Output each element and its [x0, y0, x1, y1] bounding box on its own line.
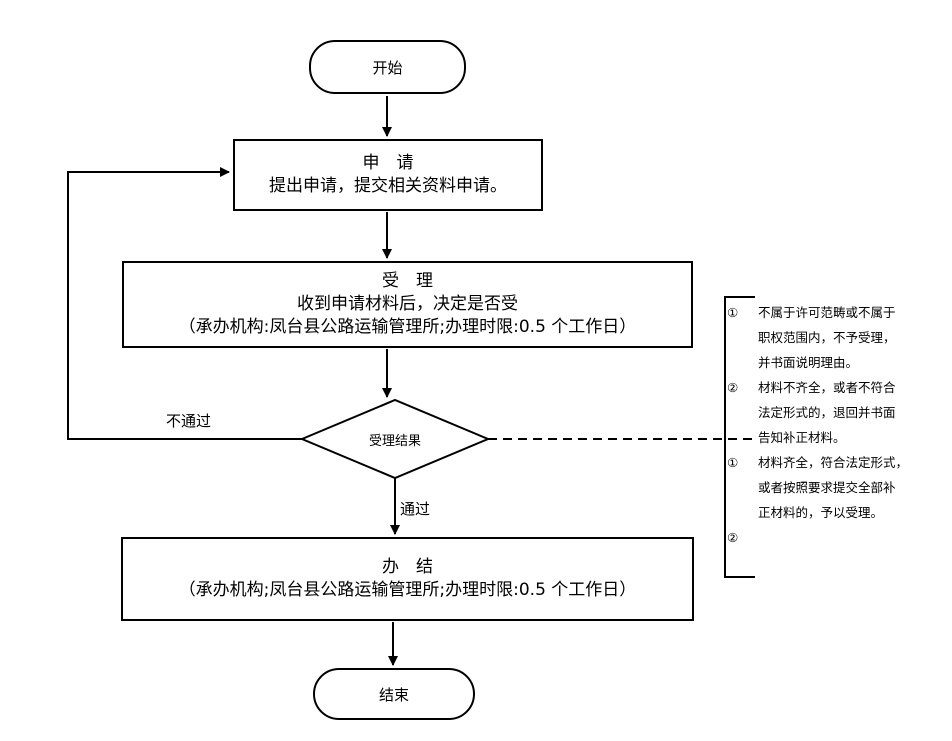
accept-note: （承办机构:凤台县公路运输管理所;办理时限:0.5 个工作日） [178, 317, 637, 337]
annotation-line: 法定形式的，退回并书面 [758, 405, 896, 420]
annotation-item: ② [727, 525, 938, 550]
annotation-item: ① 不属于许可范畴或不属于 职权范围内，不予受理， 并书面说明理由。 [727, 300, 938, 375]
apply-title: 申 请 [362, 153, 414, 173]
annotation-line: 并书面说明理由。 [758, 355, 859, 370]
annotation-item: ② 材料不齐全，或者不符合 法定形式的，退回并书面 告知补正材料。 [727, 375, 938, 450]
annotation-item: ① 材料齐全，符合法定形式， 或者按照要求提交全部补 正材料的，予以受理。 [727, 450, 938, 525]
decision-label: 受理结果 [368, 433, 421, 449]
annotation-marker: ① [727, 305, 739, 320]
annotation-marker: ① [727, 455, 739, 470]
accept-box: 受 理 收到申请材料后，决定是否受 （承办机构:凤台县公路运输管理所;办理时限:… [122, 261, 693, 348]
annotation-line: 材料不齐全，或者不符合 [758, 380, 896, 395]
end-label: 结束 [378, 685, 409, 704]
apply-box: 申 请 提出申请，提交相关资料申请。 [233, 139, 543, 211]
annotation-text: 材料齐全，符合法定形式， 或者按照要求提交全部补 正材料的，予以受理。 [758, 450, 938, 525]
arrow-reject-loop [67, 167, 302, 440]
annotation-line: 正材料的，予以受理。 [758, 505, 884, 520]
edge-label-pass: 通过 [400, 500, 431, 518]
annotation-bracket [724, 296, 755, 578]
accept-desc: 收到申请材料后，决定是否受 [297, 294, 518, 314]
finish-title: 办 结 [382, 557, 433, 577]
start-terminal: 开始 [309, 40, 466, 94]
annotation-text: 材料不齐全，或者不符合 法定形式的，退回并书面 告知补正材料。 [758, 375, 938, 450]
annotation-line: 不属于许可范畴或不属于 [758, 305, 896, 320]
end-terminal: 结束 [313, 668, 475, 720]
annotation-line: 材料齐全，符合法定形式， [758, 455, 909, 470]
annotation-marker: ② [727, 530, 739, 545]
finish-box: 办 结 （承办机构;凤台县公路运输管理所;办理时限:0.5 个工作日） [121, 537, 694, 621]
annotation-list: ① 不属于许可范畴或不属于 职权范围内，不予受理， 并书面说明理由。 ② 材料不… [727, 300, 938, 550]
annotation-line: 告知补正材料。 [758, 430, 846, 445]
annotation-text: 不属于许可范畴或不属于 职权范围内，不予受理， 并书面说明理由。 [758, 300, 938, 375]
start-label: 开始 [372, 58, 403, 77]
annotation-line: 或者按照要求提交全部补 [758, 480, 896, 495]
annotation-line: 职权范围内，不予受理， [758, 330, 896, 345]
edge-label-reject: 不通过 [166, 412, 212, 430]
annotation-text [758, 525, 938, 550]
finish-note: （承办机构;凤台县公路运输管理所;办理时限:0.5 个工作日） [178, 580, 637, 600]
annotation-marker: ② [727, 380, 739, 395]
decision-label-wrap: 受理结果 [330, 427, 460, 451]
apply-desc: 提出申请，提交相关资料申请。 [269, 176, 507, 196]
accept-title: 受 理 [382, 271, 433, 291]
